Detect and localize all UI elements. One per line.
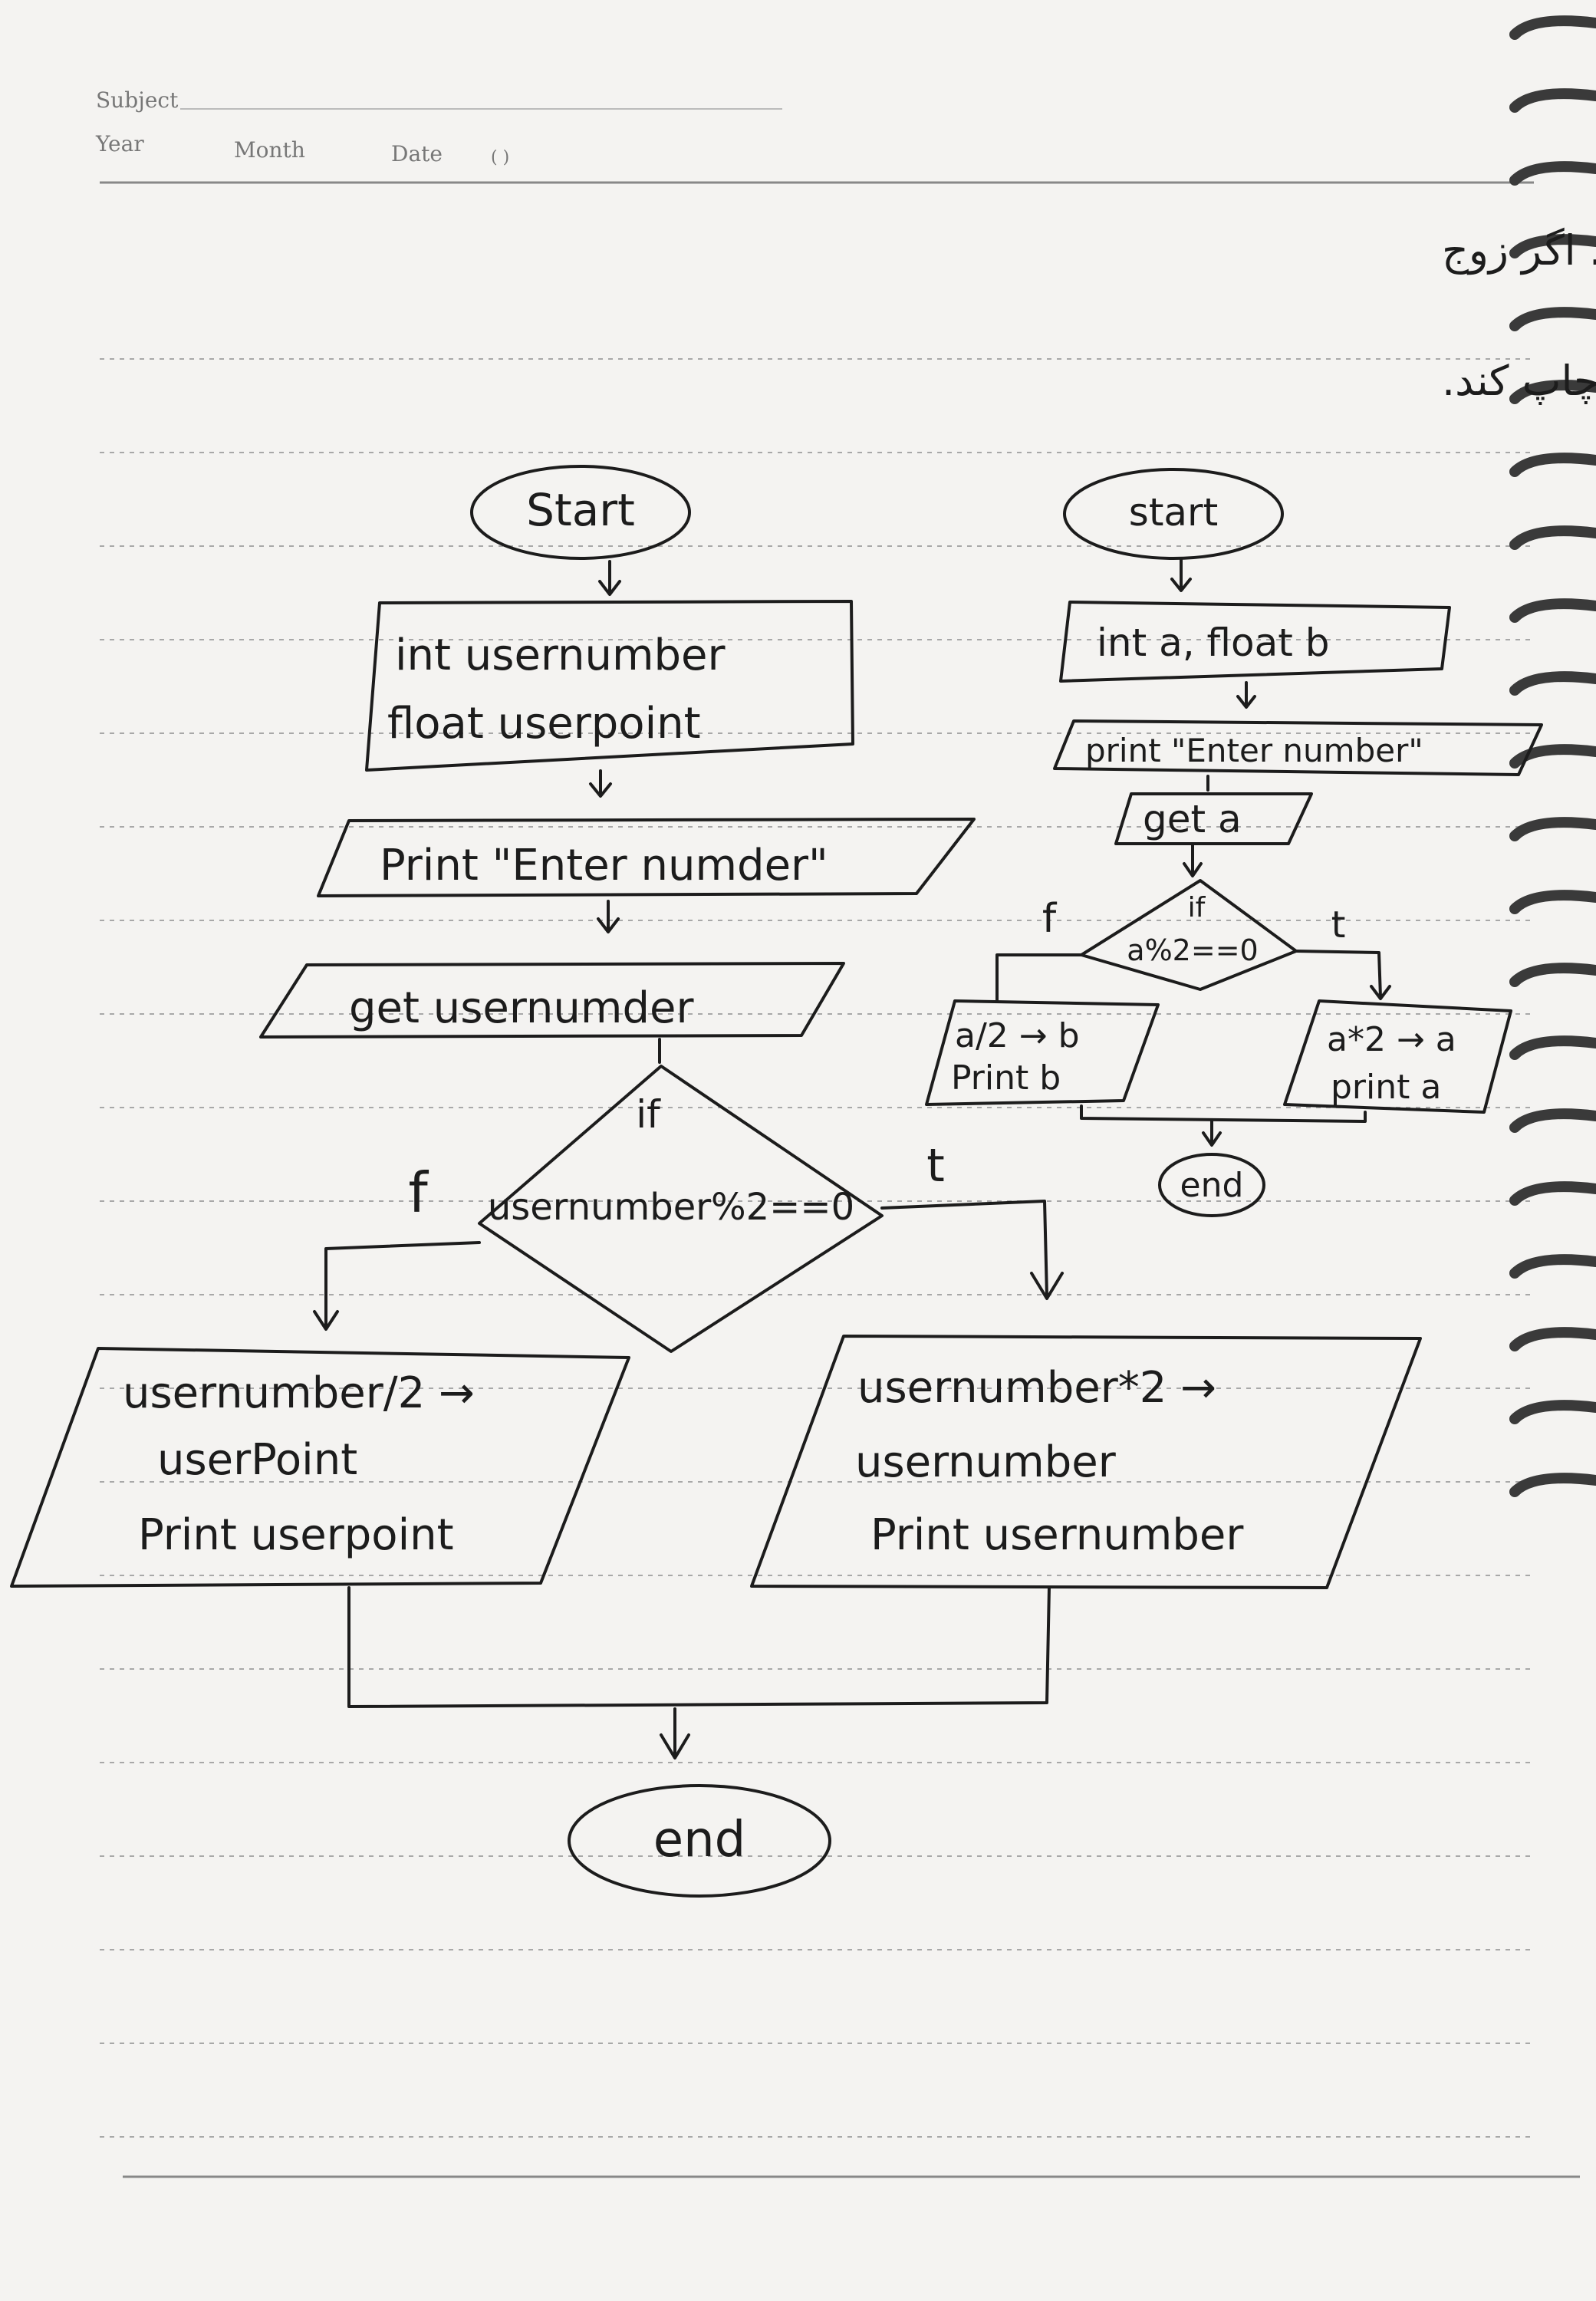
question-text: ۶- فلوچارت برنامه ای را رسم کنید که یک ع… — [1442, 226, 1596, 405]
left-arrow-end — [660, 1707, 690, 1759]
spiral-binding — [1509, 15, 1596, 1497]
right-true-line-1: a*2 → a — [1327, 1020, 1456, 1059]
right-input-io — [1114, 792, 1313, 845]
left-true-label: t — [926, 1139, 945, 1193]
right-print-io — [1053, 719, 1543, 776]
left-decision-if: if — [636, 1092, 661, 1137]
right-false-label: f — [1042, 896, 1058, 942]
right-declare-process — [1059, 601, 1451, 683]
year-label: Year — [95, 131, 144, 156]
ruled-lines — [100, 181, 1580, 2178]
left-end-label: end — [653, 1812, 746, 1868]
right-start-label: start — [1129, 490, 1218, 535]
right-merge-connector — [1080, 1104, 1367, 1123]
right-true-line-2: print a — [1331, 1068, 1441, 1107]
right-arrow-1 — [1170, 558, 1192, 592]
left-true-line-1: usernumber*2 → — [857, 1363, 1216, 1413]
left-false-line-1: usernumber/2 → — [123, 1368, 475, 1418]
date-label: Date — [391, 141, 443, 166]
right-end-label: end — [1180, 1166, 1244, 1205]
left-decision — [478, 1065, 884, 1353]
right-decision-if: if — [1188, 892, 1206, 923]
flowchart-left: Start int usernumber float userpoint Pri… — [10, 465, 1422, 1898]
right-decision — [1080, 879, 1298, 991]
question-line-2: بود 2 برابر و اگر فرد بود نصف حاصل را ذخ… — [1442, 356, 1596, 405]
left-declare-process — [365, 600, 854, 772]
left-false-line-3: Print userpoint — [138, 1510, 454, 1560]
left-arrow-1 — [598, 560, 621, 596]
right-arrow-end — [1202, 1118, 1222, 1147]
right-arrow-4 — [1183, 842, 1203, 877]
left-input-label: get usernumder — [349, 983, 694, 1033]
right-start-terminal — [1063, 468, 1284, 560]
subject-label: Subject — [96, 87, 179, 113]
left-decision-condition: usernumber%2==0 — [488, 1186, 854, 1229]
left-false-line-2: userPoint — [157, 1435, 357, 1485]
month-label: Month — [234, 137, 305, 163]
left-declare-line-1: int usernumber — [395, 630, 726, 680]
right-false-connector — [995, 953, 1083, 1002]
left-start-label: Start — [526, 484, 635, 536]
left-false-connector — [313, 1241, 481, 1331]
question-line-1: ۶- فلوچارت برنامه ای را رسم کنید که یک ع… — [1442, 226, 1596, 275]
right-input-label: get a — [1143, 797, 1242, 841]
left-true-connector — [880, 1200, 1064, 1300]
left-declare-line-2: float userpoint — [387, 699, 701, 749]
left-true-line-3: Print usernumber — [870, 1510, 1244, 1560]
left-end-terminal — [568, 1784, 831, 1898]
page-header: Subject Year Month Date ( ) — [95, 87, 782, 167]
left-input-io — [259, 962, 845, 1039]
left-merge-connector — [347, 1586, 1051, 1708]
right-decision-condition: a%2==0 — [1127, 933, 1258, 967]
left-print-label: Print "Enter numder" — [380, 841, 828, 890]
right-declare-label: int a, float b — [1097, 621, 1329, 665]
left-false-label: f — [408, 1160, 429, 1225]
right-true-connector — [1295, 950, 1391, 1000]
left-true-line-2: usernumber — [855, 1437, 1117, 1487]
left-true-process — [750, 1335, 1422, 1589]
left-false-process — [10, 1347, 630, 1588]
right-false-process — [925, 999, 1160, 1106]
left-arrow-3 — [597, 900, 620, 933]
right-arrow-2 — [1236, 681, 1256, 709]
right-false-line-1: a/2 → b — [955, 1016, 1080, 1055]
right-false-line-2: Print b — [951, 1058, 1061, 1098]
right-true-label: t — [1331, 904, 1346, 946]
right-end-terminal — [1158, 1153, 1265, 1217]
flowchart-right: start int a, float b print "Enter number… — [925, 468, 1543, 1217]
date-parens: ( ) — [491, 148, 509, 167]
right-print-label: print "Enter number" — [1085, 732, 1423, 769]
right-true-process — [1283, 999, 1512, 1114]
left-arrow-2 — [589, 769, 612, 798]
left-start-terminal — [470, 465, 691, 560]
left-print-io — [317, 818, 976, 897]
